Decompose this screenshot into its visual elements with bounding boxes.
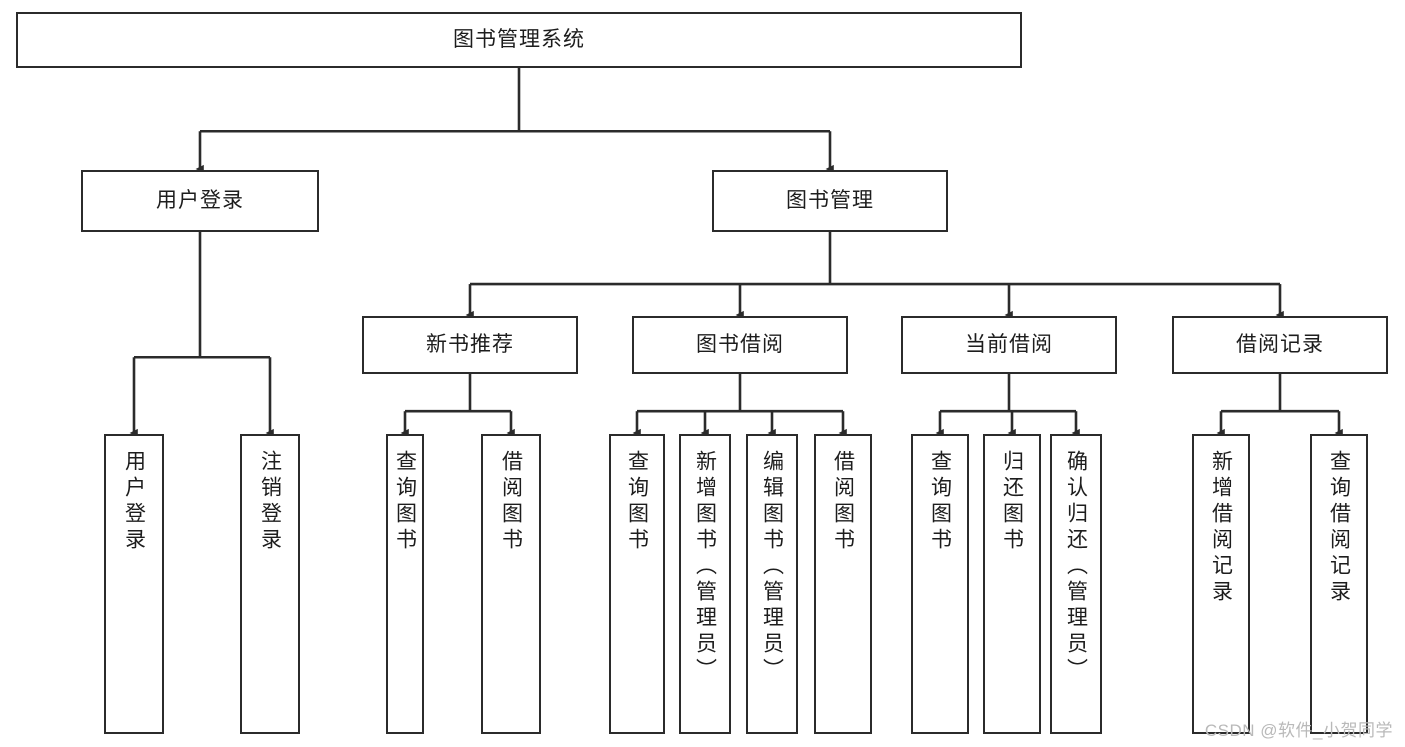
node-label: 借阅图书 (499, 450, 523, 554)
node-leaf-query-book-3[interactable]: 查询图书 (911, 434, 969, 734)
node-book-manage[interactable]: 图书管理 (712, 170, 948, 232)
node-leaf-user-logout[interactable]: 注销登录 (240, 434, 300, 734)
node-leaf-add-book[interactable]: 新增图书（管理员） (679, 434, 731, 734)
node-label: 查询图书 (928, 450, 952, 554)
node-leaf-query-book-1[interactable]: 查询图书 (386, 434, 424, 734)
node-label: 图书借阅 (696, 332, 784, 356)
node-label: 借阅记录 (1236, 332, 1324, 356)
node-label: 查询借阅记录 (1327, 450, 1351, 606)
node-label: 新书推荐 (426, 332, 514, 356)
node-leaf-add-record[interactable]: 新增借阅记录 (1192, 434, 1250, 734)
node-borrow-record[interactable]: 借阅记录 (1172, 316, 1388, 374)
node-book-borrow[interactable]: 图书借阅 (632, 316, 848, 374)
node-label: 当前借阅 (965, 332, 1053, 356)
node-leaf-return-book[interactable]: 归还图书 (983, 434, 1041, 734)
node-label: 查询图书 (393, 450, 417, 554)
node-label: 图书管理系统 (453, 27, 585, 51)
node-label: 归还图书 (1000, 450, 1024, 554)
node-label: 新增借阅记录 (1209, 450, 1233, 606)
node-label: 用户登录 (122, 450, 146, 554)
edge-group (129, 68, 1343, 438)
node-leaf-borrow-book-1[interactable]: 借阅图书 (481, 434, 541, 734)
node-label: 用户登录 (156, 188, 244, 212)
node-label: 编辑图书（管理员） (760, 450, 784, 684)
node-root[interactable]: 图书管理系统 (16, 12, 1022, 68)
node-new-book-rec[interactable]: 新书推荐 (362, 316, 578, 374)
watermark-credit: CSDN @软件_小贺同学 (1204, 721, 1393, 740)
node-leaf-query-book-2[interactable]: 查询图书 (609, 434, 665, 734)
node-label: 新增图书（管理员） (693, 450, 717, 684)
node-leaf-confirm-return[interactable]: 确认归还（管理员） (1050, 434, 1102, 734)
node-user-login[interactable]: 用户登录 (81, 170, 319, 232)
node-label: 注销登录 (258, 450, 282, 554)
node-label: 借阅图书 (831, 450, 855, 554)
node-label: 确认归还（管理员） (1064, 450, 1088, 684)
node-label: 图书管理 (786, 188, 874, 212)
node-label: 查询图书 (625, 450, 649, 554)
node-leaf-edit-book[interactable]: 编辑图书（管理员） (746, 434, 798, 734)
node-leaf-user-login[interactable]: 用户登录 (104, 434, 164, 734)
node-current-borrow[interactable]: 当前借阅 (901, 316, 1117, 374)
node-leaf-query-record[interactable]: 查询借阅记录 (1310, 434, 1368, 734)
node-leaf-borrow-book-2[interactable]: 借阅图书 (814, 434, 872, 734)
